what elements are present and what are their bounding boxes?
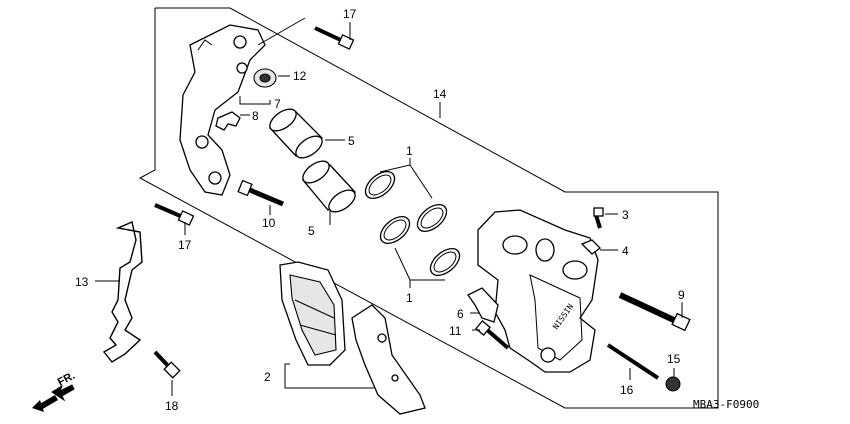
- small-pin: [475, 320, 510, 350]
- callout-1-upper: 1: [406, 144, 413, 158]
- callout-17-upper: 17: [343, 7, 357, 21]
- piston-lower: [301, 160, 356, 213]
- callout-14: 14: [433, 87, 447, 101]
- brake-pad-front: [279, 261, 346, 366]
- callout-6: 6: [457, 307, 464, 321]
- bleeder-valve: [593, 207, 604, 229]
- bolt-bottom: [153, 350, 181, 379]
- retainer-clip: [215, 111, 241, 131]
- callout-7: 7: [274, 97, 281, 111]
- callout-15: 15: [667, 352, 681, 366]
- callout-1-lower: 1: [406, 291, 413, 305]
- pad-spring: [102, 221, 143, 363]
- callout-2: 2: [264, 370, 271, 384]
- callout-11: 11: [449, 324, 462, 338]
- callout-8: 8: [252, 109, 259, 123]
- leader-lines: [95, 17, 683, 396]
- bleeder-cap: [580, 239, 601, 255]
- boot-part: [253, 68, 277, 88]
- pin-boot: [665, 376, 681, 392]
- pad-retainer: [467, 287, 499, 323]
- piston-upper: [268, 108, 324, 159]
- assembly-outline: [138, 7, 719, 409]
- piston-seals: [364, 171, 461, 276]
- caliper-pin-bolt: [618, 292, 691, 332]
- slide-pin-long: [606, 343, 660, 380]
- slide-pin: [237, 179, 284, 207]
- bolt-lower: [154, 203, 195, 226]
- callout-16: 16: [620, 383, 634, 397]
- figure-code: MBA3-F0900: [693, 398, 759, 411]
- bolt-upper: [314, 26, 355, 50]
- callout-5-lower: 5: [308, 224, 315, 238]
- caliper-bracket: [179, 24, 266, 196]
- callout-4: 4: [622, 244, 629, 258]
- callout-12: 12: [293, 69, 307, 83]
- front-direction-arrow-icon: [32, 384, 75, 412]
- callout-13: 13: [75, 275, 89, 289]
- caliper-body: NISSIN: [477, 209, 599, 373]
- callout-18: 18: [165, 399, 179, 413]
- callout-9: 9: [678, 288, 685, 302]
- callout-10: 10: [262, 216, 276, 230]
- callout-5-upper: 5: [348, 134, 355, 148]
- callout-3: 3: [622, 208, 629, 222]
- direction-label: FR.: [56, 370, 77, 389]
- callout-17-lower: 17: [178, 238, 192, 252]
- brake-pad-rear: [351, 304, 426, 415]
